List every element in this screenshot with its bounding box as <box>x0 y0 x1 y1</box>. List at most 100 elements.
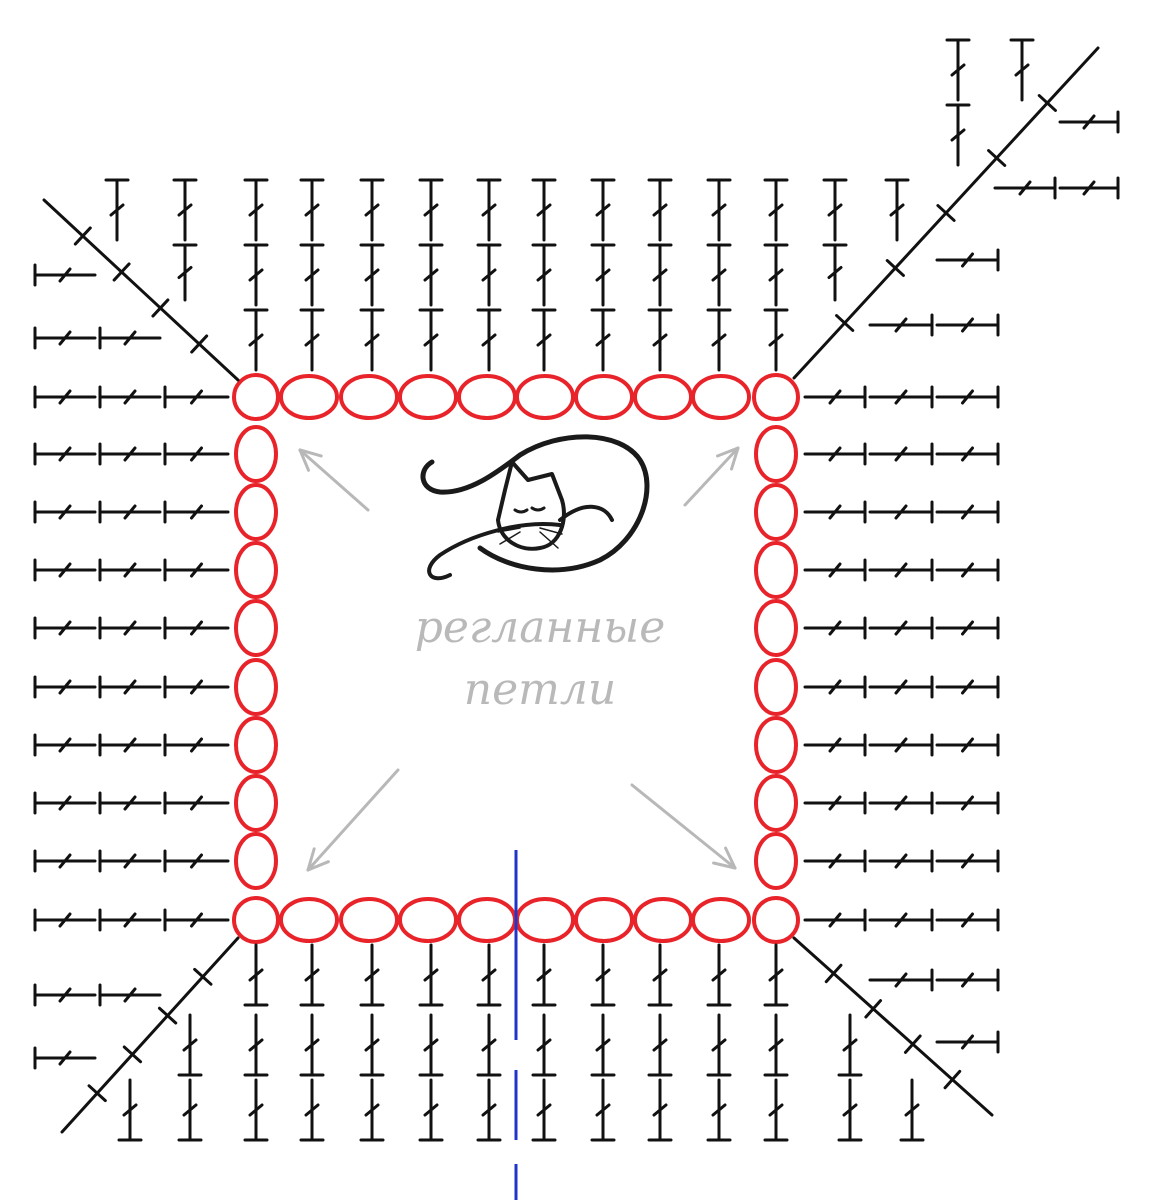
double-crochet-stitch <box>163 791 230 815</box>
cat-paw <box>558 504 614 522</box>
chain-loop <box>754 832 798 890</box>
double-crochet-stitch <box>98 558 162 582</box>
double-crochet-stitch <box>163 908 230 932</box>
double-crochet-stitch <box>803 791 867 815</box>
double-crochet-stitch <box>98 500 162 524</box>
double-crochet-stitch <box>163 849 230 873</box>
double-crochet-stitch <box>837 1013 863 1077</box>
cat-whiskers <box>497 527 563 549</box>
double-crochet-stitch <box>33 385 97 409</box>
double-crochet-stitch <box>172 243 198 302</box>
double-crochet-stitch <box>476 243 502 307</box>
double-crochet-stitch <box>33 326 97 350</box>
raglan-diagonal <box>792 46 1100 380</box>
double-crochet-stitch <box>163 733 230 757</box>
double-crochet-stitch <box>476 943 502 1007</box>
chain-corner-loop <box>232 896 280 944</box>
double-crochet-stitch <box>868 385 934 409</box>
double-crochet-stitch <box>935 849 1000 873</box>
caption-line-2: петли <box>463 664 617 715</box>
double-crochet-stitch <box>868 968 934 992</box>
double-crochet-stitch <box>590 308 616 372</box>
double-crochet-stitch <box>763 308 789 372</box>
double-crochet-stitch <box>104 178 130 242</box>
double-crochet-stitch <box>935 500 1000 524</box>
double-crochet-stitch <box>299 243 325 307</box>
double-crochet-stitch <box>33 983 97 1007</box>
double-crochet-stitch <box>763 1013 789 1077</box>
double-crochet-stitch <box>706 1013 732 1077</box>
double-crochet-stitch <box>243 1078 269 1142</box>
double-crochet-stitch <box>531 1013 557 1077</box>
double-crochet-stitch <box>299 178 325 242</box>
raglan-diagonal <box>42 198 240 382</box>
chain-loop <box>339 897 399 943</box>
double-crochet-stitch <box>868 791 934 815</box>
double-crochet-stitch <box>763 943 789 1007</box>
double-crochet-stitch <box>935 675 1000 699</box>
starting-chain <box>232 373 800 944</box>
double-crochet-stitch <box>837 1078 863 1142</box>
double-crochet-stitch <box>359 1078 385 1142</box>
double-crochet-stitch <box>359 943 385 1007</box>
sleeping-cat-icon <box>420 434 650 581</box>
double-crochet-stitch <box>98 326 162 350</box>
chain-corner-loop <box>752 896 800 944</box>
double-crochet-stitch <box>33 1046 97 1070</box>
double-crochet-stitch <box>33 616 97 640</box>
double-crochet-stitch <box>993 176 1057 200</box>
chain-loop <box>279 374 339 420</box>
double-crochet-stitch <box>98 442 162 466</box>
chain-loop <box>754 483 798 541</box>
chain-loop <box>234 483 278 541</box>
double-crochet-stitch <box>98 733 162 757</box>
double-crochet-stitch <box>33 675 97 699</box>
chain-loop <box>754 541 798 599</box>
double-crochet-stitch <box>531 243 557 307</box>
double-crochet-stitch <box>935 558 1000 582</box>
double-crochet-stitch <box>868 849 934 873</box>
chain-corner-loop <box>752 373 800 421</box>
double-crochet-stitch <box>1009 38 1035 102</box>
chain-loop <box>234 541 278 599</box>
double-crochet-stitch <box>647 943 673 1007</box>
double-crochet-stitch <box>868 675 934 699</box>
direction-arrows <box>298 446 740 872</box>
double-crochet-stitch <box>359 1013 385 1077</box>
stitch-rows <box>33 38 1120 1142</box>
double-crochet-stitch <box>418 243 444 307</box>
double-crochet-stitch <box>177 1013 203 1077</box>
double-crochet-stitch <box>243 943 269 1007</box>
chain-loop <box>457 897 517 943</box>
double-crochet-stitch <box>935 385 1000 409</box>
direction-arrow <box>683 446 740 507</box>
chain-loop <box>279 897 339 943</box>
double-crochet-stitch <box>117 1078 143 1142</box>
double-crochet-stitch <box>33 908 97 932</box>
chain-loop <box>515 374 575 420</box>
double-crochet-stitch <box>822 178 848 242</box>
double-crochet-stitch <box>935 313 1000 337</box>
double-crochet-stitch <box>706 308 732 372</box>
double-crochet-stitch <box>868 313 934 337</box>
double-crochet-stitch <box>299 1078 325 1142</box>
double-crochet-stitch <box>590 1013 616 1077</box>
double-crochet-stitch <box>418 178 444 242</box>
double-crochet-stitch <box>98 675 162 699</box>
chain-loop <box>234 832 278 890</box>
double-crochet-stitch <box>359 243 385 307</box>
double-crochet-stitch <box>706 178 732 242</box>
double-crochet-stitch <box>177 1078 203 1142</box>
chain-loop <box>691 897 751 943</box>
chain-loop <box>574 897 634 943</box>
double-crochet-stitch <box>418 943 444 1007</box>
double-crochet-stitch <box>98 385 162 409</box>
double-crochet-stitch <box>935 442 1000 466</box>
double-crochet-stitch <box>163 442 230 466</box>
double-crochet-stitch <box>884 178 910 242</box>
double-crochet-stitch <box>935 791 1000 815</box>
double-crochet-stitch <box>418 1078 444 1142</box>
double-crochet-stitch <box>868 733 934 757</box>
double-crochet-stitch <box>935 616 1000 640</box>
